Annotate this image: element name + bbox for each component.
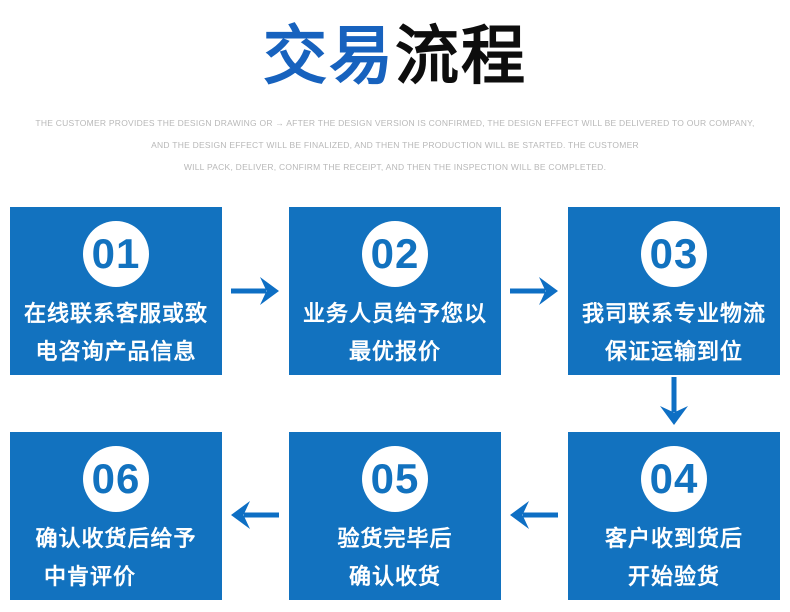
step-text-line: 中肯评价 — [43, 564, 136, 589]
page-title-black-part: 流程 — [395, 20, 527, 92]
step-number-badge: 01 — [83, 221, 149, 287]
step-text-line: 确认收货 — [348, 564, 441, 589]
page-title: 交易流程 — [0, 18, 790, 95]
step-number: 06 — [91, 455, 141, 502]
step-number-badge: 05 — [362, 446, 428, 512]
step-number: 03 — [649, 230, 699, 277]
step-text-line: 最优报价 — [348, 339, 441, 364]
step-number: 02 — [370, 230, 420, 277]
flow-arrow-down-icon — [657, 377, 691, 425]
step-box-03: 03 我司联系专业物流 保证运输到位 — [568, 207, 780, 375]
step-box-04: 04 客户收到货后 开始验货 — [568, 432, 780, 600]
step-text-line: 开始验货 — [627, 564, 720, 589]
subtitle-line: THE CUSTOMER PROVIDES THE DESIGN DRAWING… — [35, 118, 755, 128]
step-number-badge: 02 — [362, 221, 428, 287]
step-box-05: 05 验货完毕后 确认收货 — [289, 432, 501, 600]
step-text: 确认收货后给予 中肯评价 — [10, 520, 222, 596]
step-number-badge: 04 — [641, 446, 707, 512]
step-text-line: 客户收到货后 — [604, 526, 743, 551]
step-text: 我司联系专业物流 保证运输到位 — [568, 295, 780, 371]
step-text: 客户收到货后 开始验货 — [568, 520, 780, 596]
flow-arrow-right-icon — [510, 274, 558, 308]
subtitle-line: AND THE DESIGN EFFECT WILL BE FINALIZED,… — [151, 140, 639, 150]
subtitle: THE CUSTOMER PROVIDES THE DESIGN DRAWING… — [0, 112, 790, 178]
step-box-06: 06 确认收货后给予 中肯评价 — [10, 432, 222, 600]
page-title-blue-part: 交易 — [263, 20, 395, 92]
step-number: 04 — [649, 455, 699, 502]
step-number: 05 — [370, 455, 420, 502]
step-box-02: 02 业务人员给予您以 最优报价 — [289, 207, 501, 375]
step-text-line: 验货完毕后 — [337, 526, 453, 551]
step-number-badge: 03 — [641, 221, 707, 287]
step-text-line: 业务人员给予您以 — [302, 301, 487, 326]
step-text-line: 电咨询产品信息 — [35, 339, 197, 364]
step-text-line: 我司联系专业物流 — [581, 301, 766, 326]
step-text-line: 在线联系客服或致 — [23, 301, 208, 326]
step-text: 业务人员给予您以 最优报价 — [289, 295, 501, 371]
step-text: 在线联系客服或致 电咨询产品信息 — [10, 295, 222, 371]
step-text-line: 保证运输到位 — [604, 339, 743, 364]
step-text: 验货完毕后 确认收货 — [289, 520, 501, 596]
step-box-01: 01 在线联系客服或致 电咨询产品信息 — [10, 207, 222, 375]
subtitle-line: WILL PACK, DELIVER, CONFIRM THE RECEIPT,… — [183, 162, 607, 172]
step-number: 01 — [91, 230, 141, 277]
flow-arrow-left-icon — [231, 498, 279, 532]
flow-arrow-right-icon — [231, 274, 279, 308]
flow-arrow-left-icon — [510, 498, 558, 532]
step-number-badge: 06 — [83, 446, 149, 512]
step-text-line: 确认收货后给予 — [35, 526, 197, 551]
